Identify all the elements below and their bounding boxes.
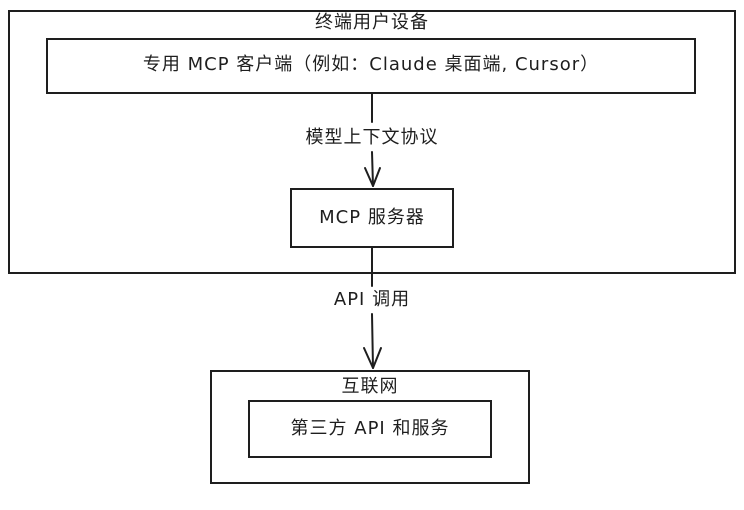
mcp-client-label: 专用 MCP 客户端（例如：Claude 桌面端, Cursor）: [142, 54, 600, 75]
end-user-device-title: 终端用户设备: [0, 12, 744, 34]
api-edge-label: API 调用: [232, 289, 512, 311]
mcp-server-node: [290, 188, 454, 248]
api-edge-label-text: API 调用: [329, 289, 415, 310]
protocol-edge-label-text: 模型上下文协议: [301, 127, 443, 148]
internet-container: [210, 370, 530, 484]
third-party-service-label: 第三方 API 和服务: [290, 418, 450, 439]
api-edge-line-lower: [371, 313, 374, 369]
mcp-server-label: MCP 服务器: [319, 207, 425, 228]
end-user-device-container: [8, 10, 736, 274]
api-arrowhead: [363, 347, 382, 369]
internet-title: 互联网: [341, 376, 399, 397]
third-party-service-node: [248, 400, 492, 458]
protocol-arrowhead: [364, 167, 381, 187]
end-user-device-title-text: 终端用户设备: [315, 12, 429, 33]
protocol-edge-line-lower: [371, 151, 374, 187]
protocol-edge-label: 模型上下文协议: [232, 127, 512, 149]
mcp-client-node: [46, 38, 696, 94]
